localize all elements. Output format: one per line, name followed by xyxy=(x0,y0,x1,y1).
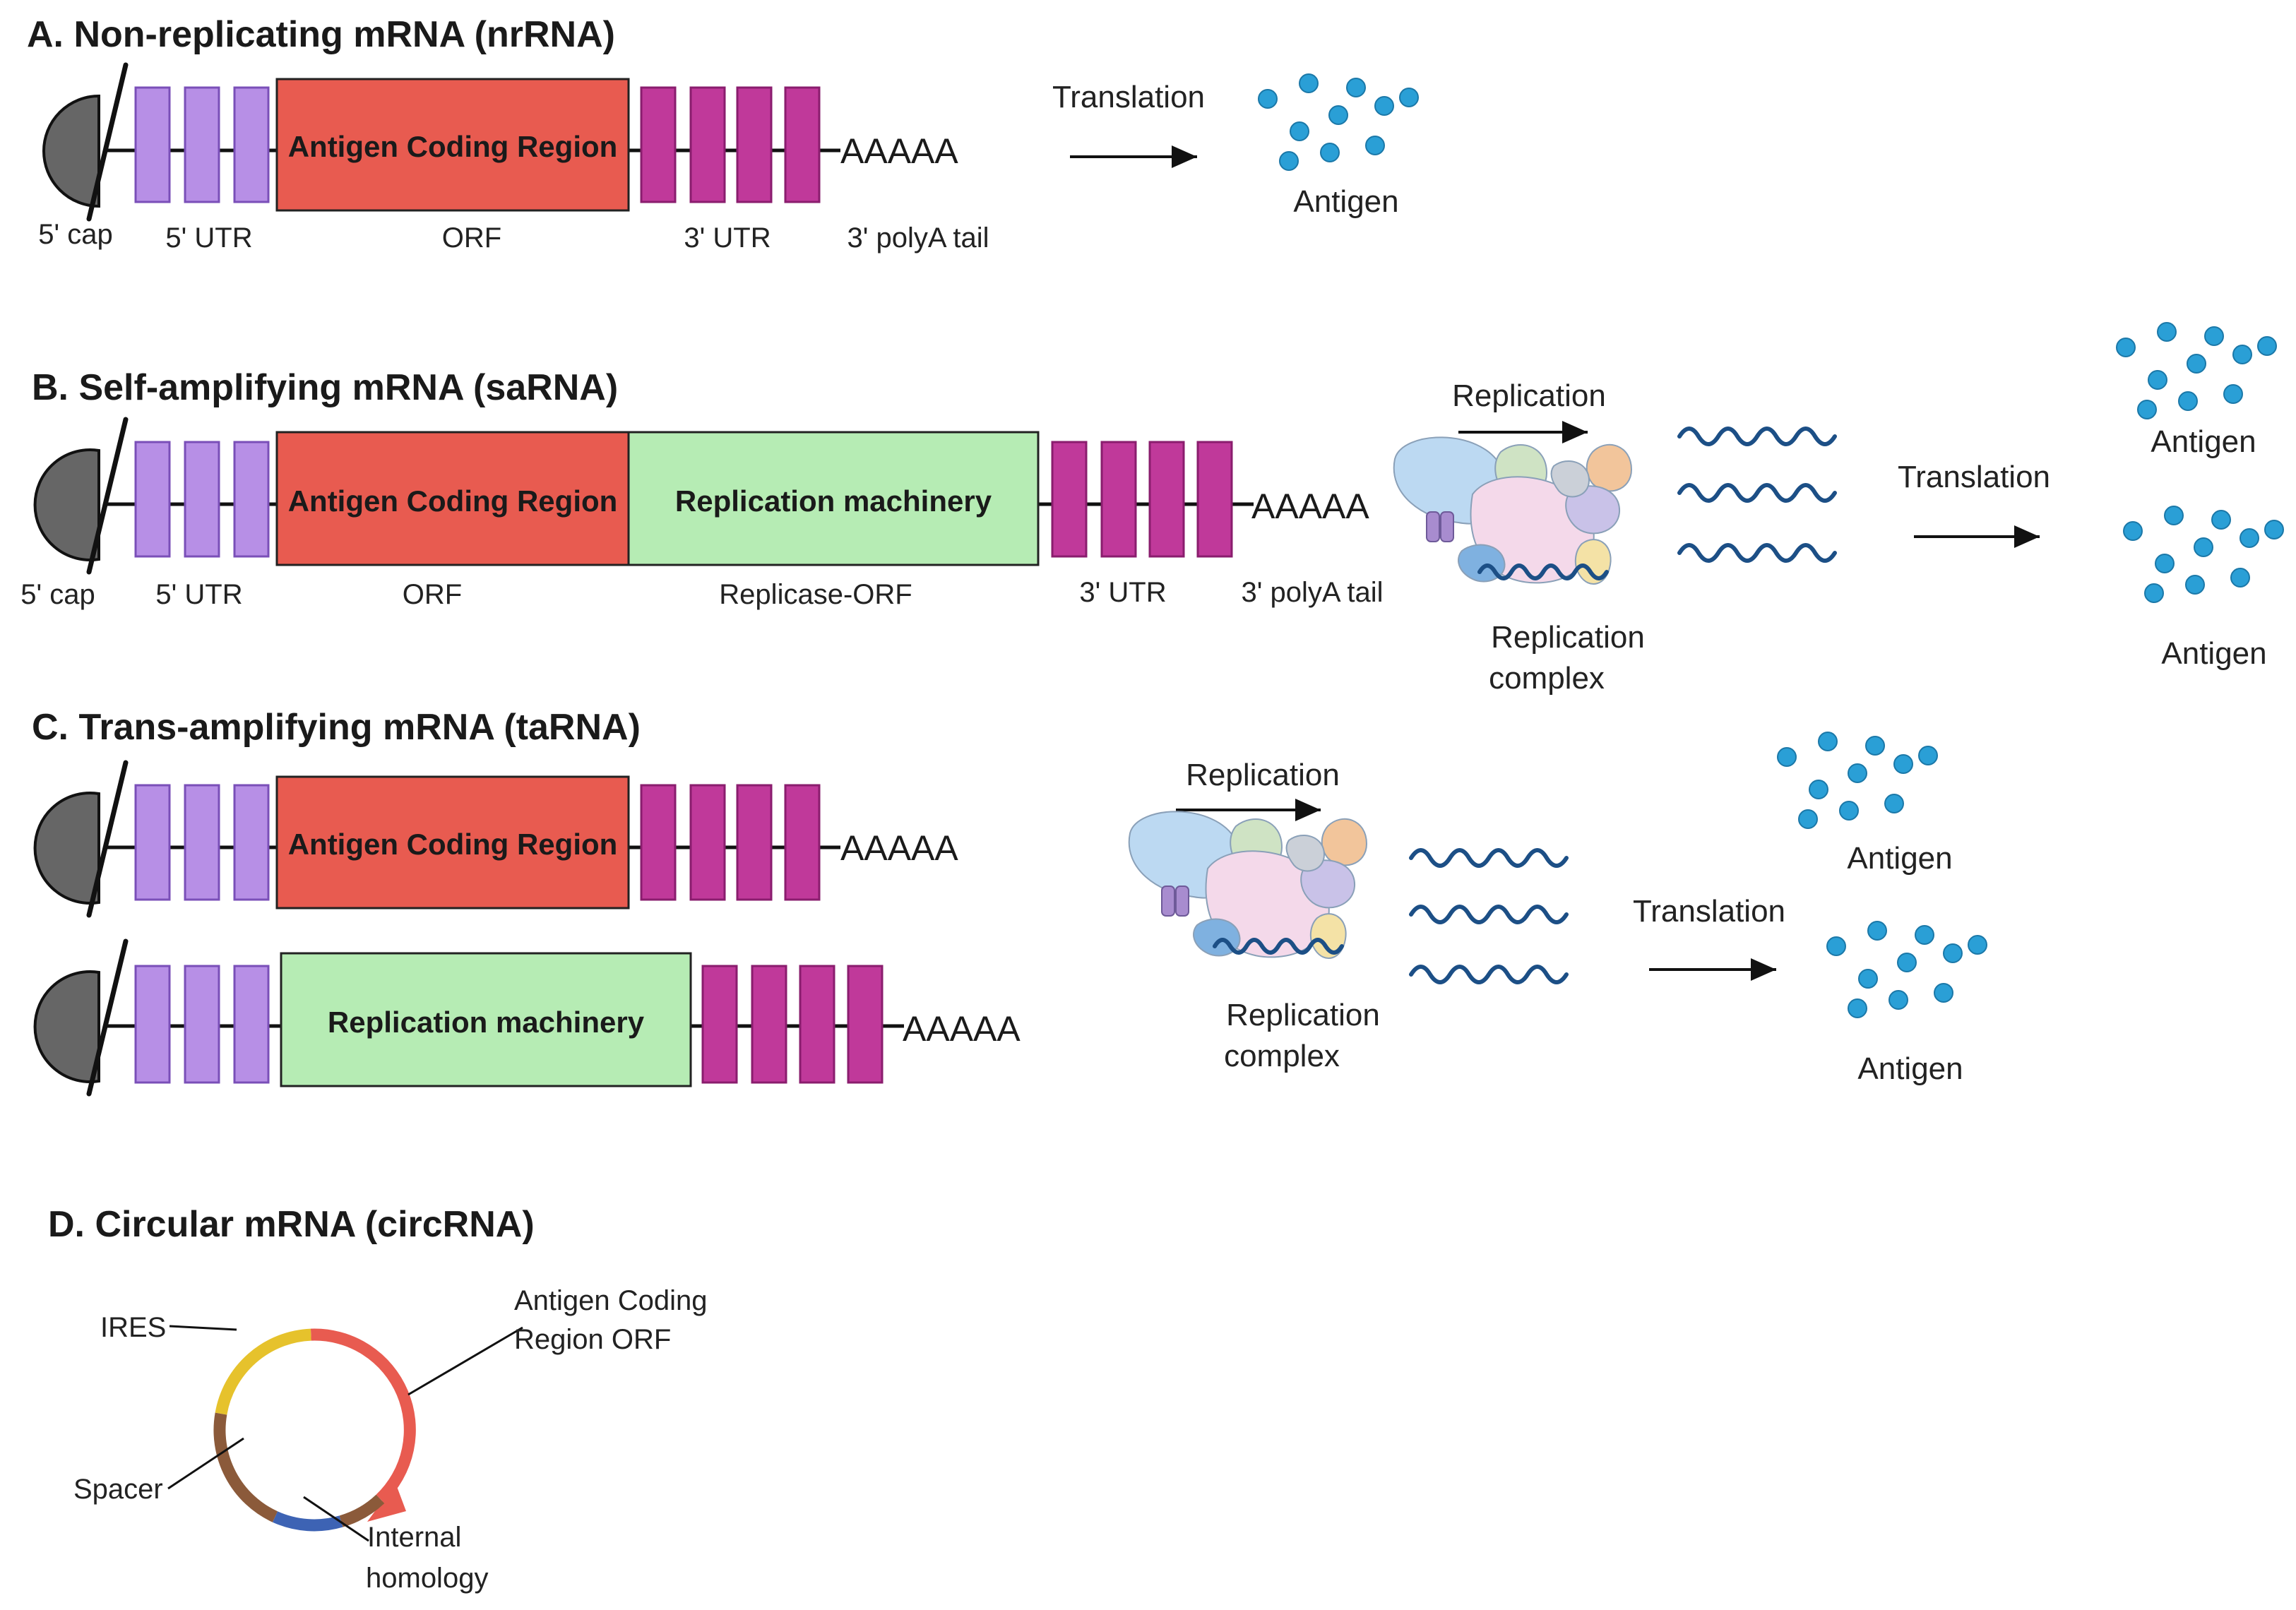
label-orf: ORF xyxy=(403,579,462,610)
polya-tail-text: AAAAA xyxy=(1251,487,1369,526)
polya-tail-text: AAAAA xyxy=(840,131,958,171)
utr3-blocks xyxy=(640,86,821,203)
homology-leader xyxy=(303,1496,369,1542)
label-orf: ORF xyxy=(442,222,501,254)
label-utr3: 3' UTR xyxy=(1079,577,1166,608)
orf-label-line2: Region ORF xyxy=(514,1324,671,1355)
five-prime-cap-icon xyxy=(33,417,129,575)
section-c: C. Trans-amplifying mRNA (taRNA) Antigen… xyxy=(32,707,1987,1097)
utr3-blocks xyxy=(640,784,821,901)
orf-block xyxy=(275,78,630,212)
antigen-label: Antigen xyxy=(1293,184,1398,219)
complex-label-line2: complex xyxy=(1489,661,1605,696)
replicase-block-label: Replication machinery xyxy=(675,484,992,518)
utr5-blocks xyxy=(134,784,270,901)
translation-label: Translation xyxy=(1052,80,1205,114)
orf-block-label: Antigen Coding Region xyxy=(288,484,618,518)
polya-tail-text: AAAAA xyxy=(903,1009,1021,1049)
label-utr3: 3' UTR xyxy=(684,222,771,254)
replication-complex-icon xyxy=(1393,436,1633,585)
utr5-blocks xyxy=(134,441,270,558)
utr5-blocks xyxy=(134,965,270,1084)
circular-rna-icon xyxy=(213,1328,416,1532)
homology-label-line1: Internal xyxy=(367,1522,461,1553)
replication-label: Replication xyxy=(1452,378,1606,413)
antigen-label-top: Antigen xyxy=(1847,841,1952,876)
section-b-title: B. Self-amplifying mRNA (saRNA) xyxy=(32,367,618,408)
five-prime-cap-icon xyxy=(33,938,129,1097)
ires-leader xyxy=(169,1325,237,1331)
five-prime-cap-icon xyxy=(33,760,129,918)
orf-block xyxy=(275,775,630,910)
orf-block xyxy=(275,431,630,566)
section-c-title: C. Trans-amplifying mRNA (taRNA) xyxy=(32,707,641,748)
section-b: B. Self-amplifying mRNA (saRNA) Antigen … xyxy=(20,322,2284,696)
antigen-dots-icon xyxy=(1826,921,1987,1018)
complex-label-line1: Replication xyxy=(1226,998,1380,1032)
antigen-dots-icon xyxy=(2116,322,2277,419)
replication-complex-icon xyxy=(1128,811,1368,959)
replication-label: Replication xyxy=(1186,758,1340,792)
orf-label-line1: Antigen Coding xyxy=(514,1285,708,1316)
orf-block-label: Antigen Coding Region xyxy=(288,130,618,163)
complex-label-line1: Replication xyxy=(1491,620,1645,655)
antigen-dots-icon xyxy=(1258,73,1419,171)
orf-block-label: Antigen Coding Region xyxy=(288,828,618,861)
polya-tail-text: AAAAA xyxy=(840,828,958,868)
label-utr5: 5' UTR xyxy=(155,579,242,610)
ires-label: IRES xyxy=(100,1312,166,1343)
orf-leader xyxy=(408,1326,523,1396)
label-cap: 5' cap xyxy=(20,579,95,610)
translation-label: Translation xyxy=(1898,460,2050,494)
translation-label: Translation xyxy=(1633,894,1785,929)
antigen-label-top: Antigen xyxy=(2151,424,2256,459)
label-tail: 3' polyA tail xyxy=(847,222,989,254)
replicase-block xyxy=(627,431,1040,566)
section-d-title: D. Circular mRNA (circRNA) xyxy=(48,1204,535,1245)
antigen-dots-icon xyxy=(1777,732,1938,829)
antigen-label-bottom: Antigen xyxy=(2161,636,2266,671)
arrowhead-icon xyxy=(367,1483,406,1522)
section-a-title: A. Non-replicating mRNA (nrRNA) xyxy=(27,14,615,55)
label-replicase: Replicase-ORF xyxy=(719,579,912,610)
utr5-blocks xyxy=(134,86,270,203)
label-tail: 3' polyA tail xyxy=(1241,577,1383,608)
section-d: D. Circular mRNA (circRNA) IRES Antigen … xyxy=(48,1204,708,1594)
label-cap: 5' cap xyxy=(38,219,113,250)
replicase-block-label: Replication machinery xyxy=(328,1006,645,1039)
label-utr5: 5' UTR xyxy=(165,222,252,254)
utr3-blocks xyxy=(701,965,884,1084)
five-prime-cap-icon xyxy=(42,62,129,222)
mrna-copies-icon xyxy=(1677,427,1837,563)
section-a: A. Non-replicating mRNA (nrRNA) Antigen … xyxy=(27,14,1419,254)
spacer-label: Spacer xyxy=(73,1474,163,1505)
antigen-dots-icon xyxy=(2123,506,2284,603)
complex-label-line2: complex xyxy=(1224,1039,1340,1073)
utr3-blocks xyxy=(1051,441,1233,558)
replicase-block xyxy=(280,952,692,1087)
spacer-leader xyxy=(167,1437,244,1490)
mrna-copies-icon xyxy=(1409,848,1569,984)
homology-label-line2: homology xyxy=(366,1563,488,1594)
antigen-label-bottom: Antigen xyxy=(1857,1051,1963,1086)
